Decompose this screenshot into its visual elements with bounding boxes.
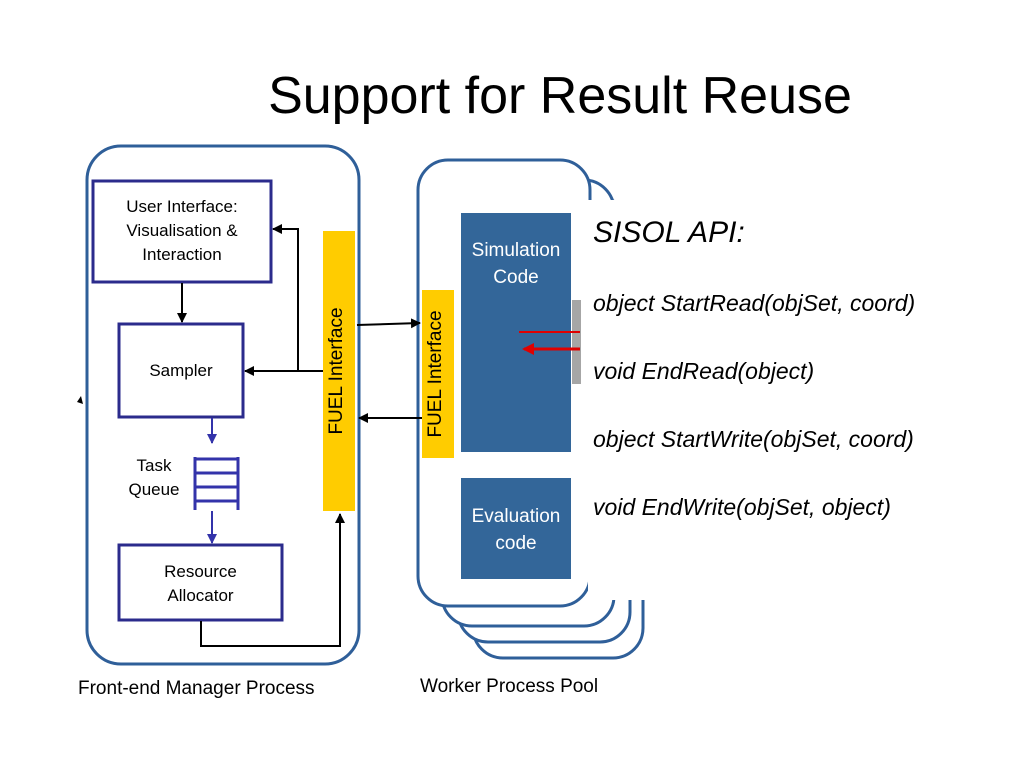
evaluation-code-line-2: code	[495, 533, 537, 554]
resource-allocator-line-1: Resource	[164, 562, 237, 581]
user-interface-box	[91, 179, 273, 284]
simulation-code-label: Simulation Code	[461, 237, 571, 291]
front-to-worker-arrow	[356, 318, 421, 329]
api-function-end-read: void EndRead(object)	[593, 358, 815, 384]
user-interface-line-2: Visualisation &	[126, 221, 238, 240]
resource-allocator-label: Resource Allocator	[119, 560, 282, 608]
sampler-box	[117, 322, 245, 419]
front-end-fuel-bar	[323, 231, 355, 511]
api-function-start-write: object StartWrite(objSet, coord)	[593, 426, 914, 452]
worker-caption: Worker Process Pool	[420, 676, 599, 697]
task-queue-label: Task Queue	[112, 454, 196, 502]
api-function-start-read: object StartRead(objSet, coord)	[593, 290, 916, 316]
worker-mask	[588, 200, 648, 600]
api-title: SISOL API:	[593, 216, 745, 249]
fuel-to-ui-arrow	[272, 224, 299, 371]
result-store-bar	[572, 300, 581, 384]
front-end-caption: Front-end Manager Process	[78, 678, 315, 699]
worker-fuel-bar	[422, 290, 454, 458]
task-queue-line-2: Queue	[128, 480, 180, 499]
resource-allocator-line-2: Allocator	[167, 586, 234, 605]
simulation-code-line-1: Simulation	[471, 240, 561, 261]
task-queue-icon	[193, 457, 240, 510]
allocator-to-fuel-arrow	[200, 513, 345, 647]
resource-allocator-box	[117, 543, 284, 622]
slide-title: Support for Result Reuse	[268, 67, 852, 125]
task-queue-line-1: Task	[136, 456, 172, 475]
user-interface-line-1: User Interface:	[126, 197, 238, 216]
api-function-end-write: void EndWrite(objSet, object)	[593, 494, 891, 520]
evaluation-code-line-1: Evaluation	[471, 506, 561, 527]
front-end-fuel-label: FUEL Interface	[326, 307, 347, 435]
user-interface-line-3: Interaction	[142, 245, 222, 264]
simulation-code-line-2: Code	[493, 267, 539, 288]
evaluation-code-label: Evaluation code	[461, 503, 571, 557]
evaluation-code-block	[461, 478, 571, 579]
sampler-label: Sampler	[149, 361, 213, 380]
stray-arrowhead	[77, 396, 83, 404]
worker-fuel-label: FUEL Interface	[425, 310, 446, 438]
user-interface-label: User Interface: Visualisation & Interact…	[93, 195, 271, 267]
